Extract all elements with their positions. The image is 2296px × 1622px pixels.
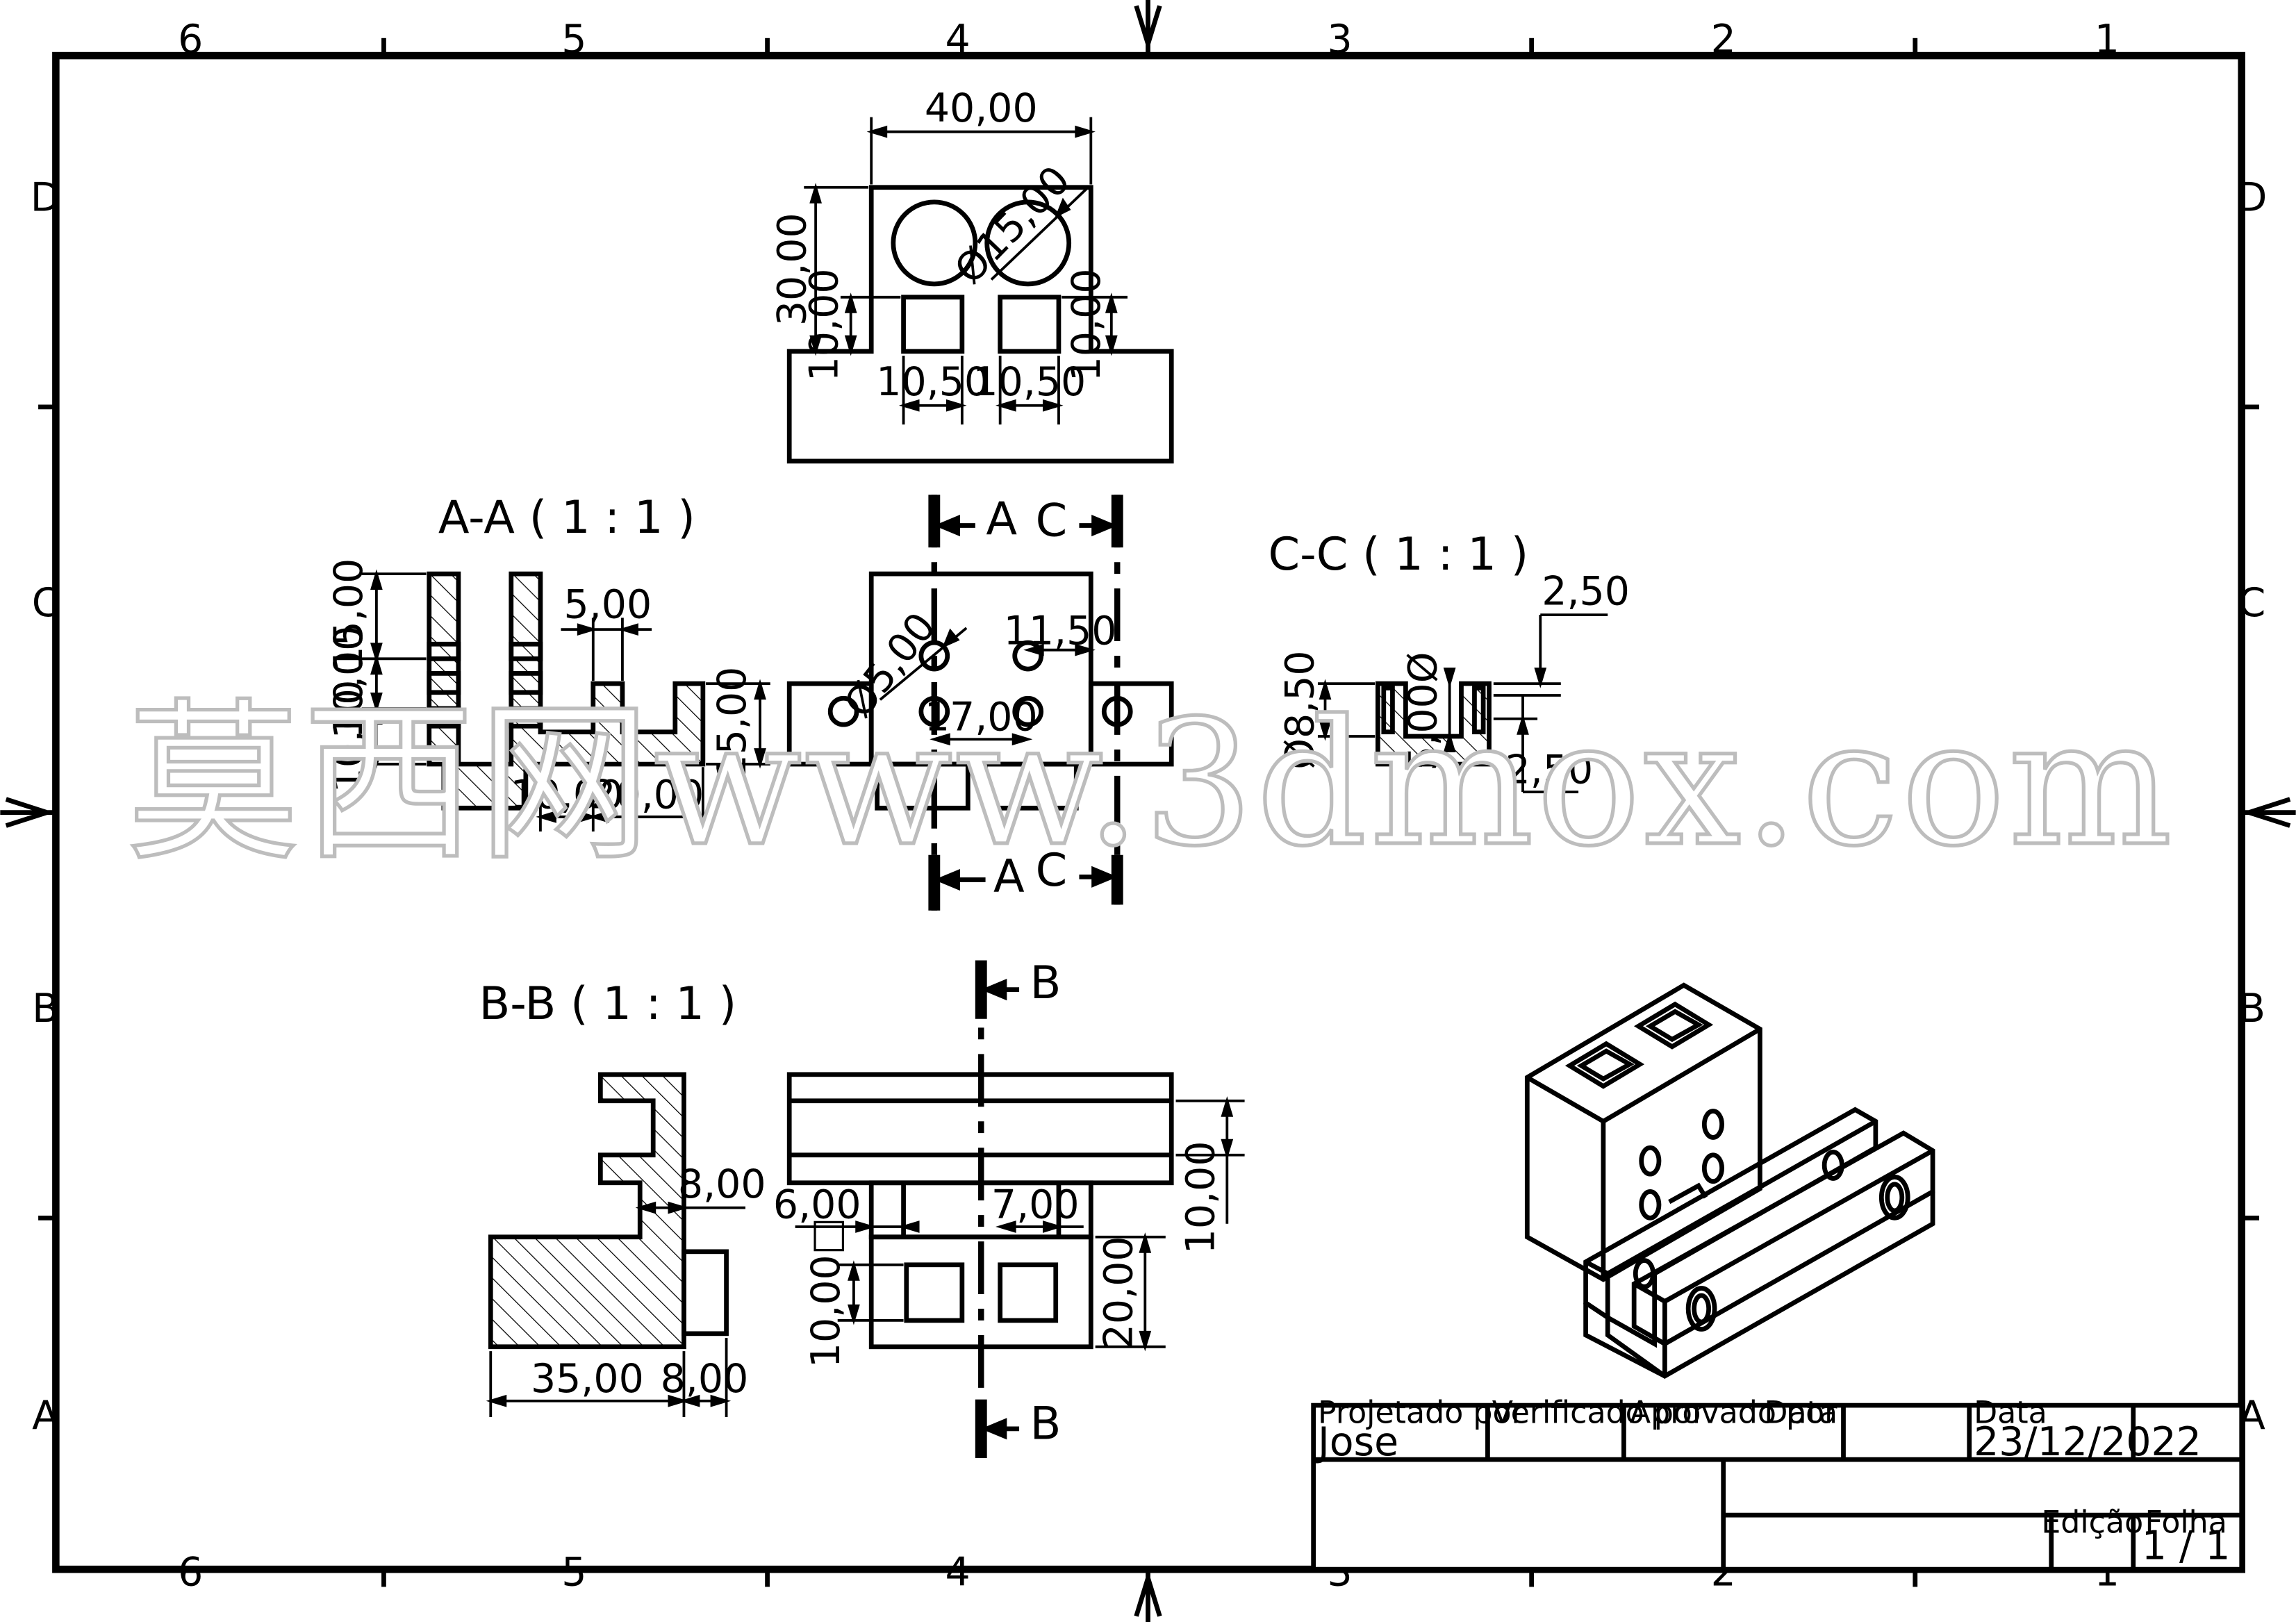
zone-col-label: 5 [561, 1549, 586, 1595]
title-block-edition-label: Edição [2041, 1505, 2143, 1540]
dim-bb-8: 8,00 [678, 1161, 766, 1207]
section-cc-label: C-C ( 1 : 1 ) [1269, 528, 1529, 581]
dim-cc-250b: 2,50 [1505, 747, 1594, 793]
dim-top-step-left: 10,00 [802, 268, 848, 381]
section-aa-label: A-A ( 1 : 1 ) [438, 491, 695, 544]
dim-top-height: 30,00 [769, 213, 815, 326]
section-aa-view: A-A ( 1 : 1 ) 15,00 10,00 10,00 5 [326, 491, 770, 832]
dim-cc-500: 5,00Ø [1401, 652, 1446, 770]
dim-aa-10h: 10,00 [510, 772, 623, 818]
cut-label-c: C [1036, 844, 1068, 897]
watermark-text: 莫西网www.3dmox.com [127, 683, 2175, 884]
zone-row-label: D [31, 174, 61, 220]
zone-row-label: B [2238, 986, 2265, 1032]
dim-aa-10a: 10,00 [326, 626, 372, 739]
zone-col-label: 3 [1327, 17, 1352, 63]
title-block: Projetado por Jose Verificado por Aprova… [1311, 1395, 2245, 1572]
dim-cc-250a: 2,50 [1542, 568, 1630, 614]
title-block-designed-by-label: Projetado por [1318, 1395, 1525, 1430]
dim-aa-5: 5,00 [564, 581, 652, 627]
title-block-approved-by-label: Aprovado por [1630, 1395, 1837, 1430]
zone-row-label: C [2238, 580, 2266, 626]
dim-aa-15: 15,00 [326, 558, 372, 672]
dim-cc-850: Ø8,50 [1278, 650, 1323, 769]
section-bb-view: B-B ( 1 : 1 ) 8,00 35,00 8,00 [479, 977, 766, 1417]
isometric-view [1524, 982, 1935, 1379]
dim-side-6: 6,00 [773, 1182, 861, 1227]
title-block-sheet-label: Folha [2145, 1505, 2227, 1540]
zone-col-label: 6 [178, 17, 203, 63]
dim-top-slot-right: 10,50 [973, 359, 1086, 405]
zone-row-label: C [32, 580, 60, 626]
cut-label-a: A [986, 493, 1017, 545]
title-block-checked-by-label: Verificado por [1492, 1395, 1706, 1430]
dim-top-width: 40,00 [925, 85, 1038, 131]
dim-aa-15r: 15,00 [709, 667, 755, 780]
dim-front-17: 17,00 [925, 695, 1038, 740]
title-block-date-label: Data [1764, 1395, 1837, 1430]
dim-top-step-right: 10,00 [1064, 268, 1109, 381]
title-block-designed-by-value: Jose [1316, 1419, 1398, 1465]
zone-row-label: B [32, 986, 59, 1032]
dim-side-10r: 10,00 [1178, 1141, 1223, 1254]
dim-top-slot-left: 10,50 [876, 359, 989, 405]
side-view: B B 10,00 6,00 7,00 20,00 10,00□ [773, 957, 1245, 1458]
title-block-sheet-value: 1 / 1 [2142, 1523, 2231, 1569]
front-view: A A C C Ø5,00 11,50 17,00 [786, 493, 1174, 911]
dim-side-10sq: 10,00□ [803, 1218, 849, 1368]
top-view: 40,00 30,00 10,00 10,00 10,50 10,50 Ø15,… [769, 85, 1174, 464]
section-bb-label: B-B ( 1 : 1 ) [479, 977, 737, 1030]
dim-front-1150: 11,50 [1004, 608, 1117, 654]
zone-col-label: 6 [178, 1549, 203, 1595]
cut-label-b: B [1030, 1398, 1062, 1450]
dim-bb-35: 35,00 [531, 1356, 644, 1402]
dim-side-7: 7,00 [991, 1182, 1080, 1227]
zone-row-label: D [2237, 174, 2268, 220]
zone-col-label: 5 [561, 17, 586, 63]
dim-bb-8b: 8,00 [661, 1356, 749, 1402]
dim-aa-10b: 10,00 [326, 680, 372, 793]
dim-aa-20h: 20,00 [590, 772, 704, 818]
zone-col-label: 2 [1711, 17, 1736, 63]
zone-col-label: 4 [945, 1549, 970, 1595]
cut-label-b: B [1030, 957, 1062, 1009]
dim-side-20: 20,00 [1096, 1236, 1141, 1349]
cut-label-a: A [993, 850, 1025, 902]
zone-col-label: 1 [2095, 17, 2120, 63]
section-cc-view: C-C ( 1 : 1 ) 2,50 Ø8,50 5,00Ø 2,50 [1269, 528, 1630, 794]
zone-col-label: 4 [945, 17, 970, 63]
title-block-date-value: 23/12/2022 [1974, 1419, 2202, 1465]
title-block-date-label: Data [1974, 1395, 2047, 1430]
cut-label-c: C [1036, 494, 1068, 547]
zone-row-label: A [32, 1393, 59, 1439]
